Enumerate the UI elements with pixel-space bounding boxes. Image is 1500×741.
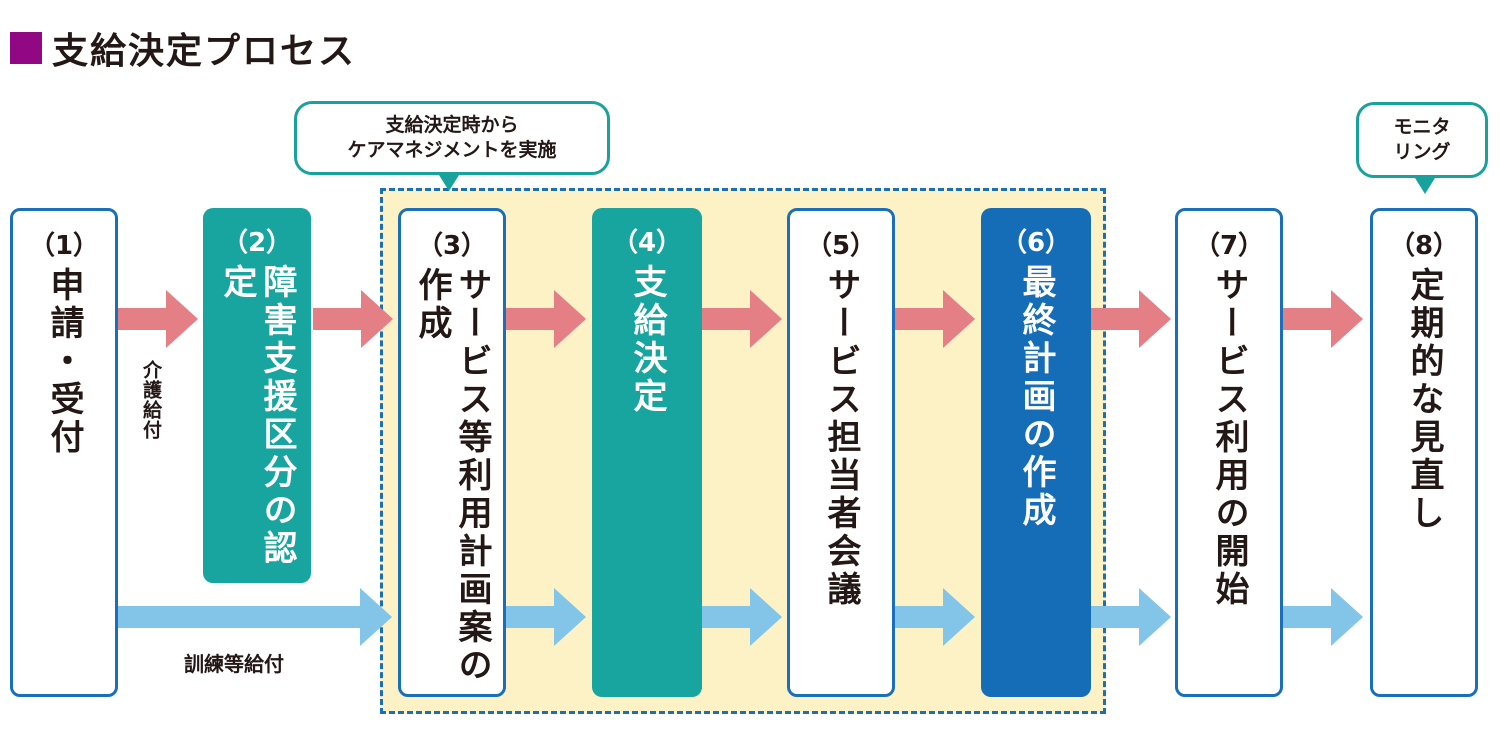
care-benefit-arrow-5-6 [895, 290, 975, 348]
step-number: （4） [611, 228, 683, 258]
step-5-service-meeting: （5） サービス担当者会議 [787, 208, 895, 697]
step-number: （5） [805, 231, 877, 261]
step-label: サービス担当者会議 [821, 267, 861, 609]
title-marker-square [10, 32, 42, 64]
care-benefit-arrow-1-2 [118, 290, 198, 348]
step-label: 最終計画の作成 [1016, 264, 1056, 530]
step-4-payment-decision: （4） 支給決定 [592, 208, 702, 697]
step-number: （1） [28, 231, 100, 261]
step-number: （2） [221, 228, 293, 258]
callout-line: 支給決定時から [385, 114, 519, 136]
step-3-draft-plan: （3） サービス等利用計画案の作成 [398, 208, 506, 697]
care-benefit-arrow-6-7 [1091, 290, 1171, 348]
care-benefit-arrow-4-5 [702, 290, 782, 348]
step-1-application: （1） 申請・受付 [10, 208, 118, 697]
step-label: 支給決定 [627, 264, 667, 416]
title-text: 支給決定プロセス [52, 31, 357, 72]
step-number: （3） [416, 231, 488, 261]
callout-pointer [1415, 178, 1435, 194]
callout-line: リング [1393, 141, 1451, 163]
step-label: サービス等利用計画案の作成 [412, 267, 492, 685]
care-benefit-label: 介護給付 [140, 360, 162, 440]
care-benefit-arrow-2-3 [313, 290, 393, 348]
step-label: 定期的な見直し [1404, 267, 1444, 533]
step-label: 障害支援区分の認定 [217, 264, 297, 568]
training-benefit-arrow-1-3 [118, 588, 392, 646]
step-number: （8） [1388, 231, 1460, 261]
training-benefit-arrow-5-6 [895, 588, 975, 646]
care-benefit-arrow-7-8 [1283, 290, 1363, 348]
step-8-periodic-review: （8） 定期的な見直し [1370, 208, 1478, 697]
training-benefit-arrow-6-7 [1091, 588, 1171, 646]
callout-pointer [439, 175, 459, 191]
callout-monitoring: モニタ リング [1356, 102, 1488, 194]
training-benefit-arrow-3-4 [506, 588, 586, 646]
training-benefit-arrow-7-8 [1283, 588, 1363, 646]
step-2-support-classification: （2） 障害支援区分の認定 [203, 208, 311, 583]
callout-line: ケアマネジメントを実施 [347, 139, 557, 161]
care-benefit-arrow-3-4 [506, 290, 586, 348]
section-title: 支給決定プロセス [10, 26, 356, 72]
step-label: 申請・受付 [44, 267, 84, 457]
step-6-final-plan: （6） 最終計画の作成 [981, 208, 1091, 697]
training-benefit-label: 訓練等給付 [184, 652, 284, 676]
callout-care-management: 支給決定時から ケアマネジメントを実施 [294, 101, 610, 191]
callout-line: モニタ [1393, 116, 1451, 138]
step-number: （7） [1193, 231, 1265, 261]
step-number: （6） [1000, 228, 1072, 258]
step-label: サービス利用の開始 [1209, 267, 1249, 609]
step-7-service-start: （7） サービス利用の開始 [1175, 208, 1283, 697]
training-benefit-arrow-4-5 [702, 588, 782, 646]
